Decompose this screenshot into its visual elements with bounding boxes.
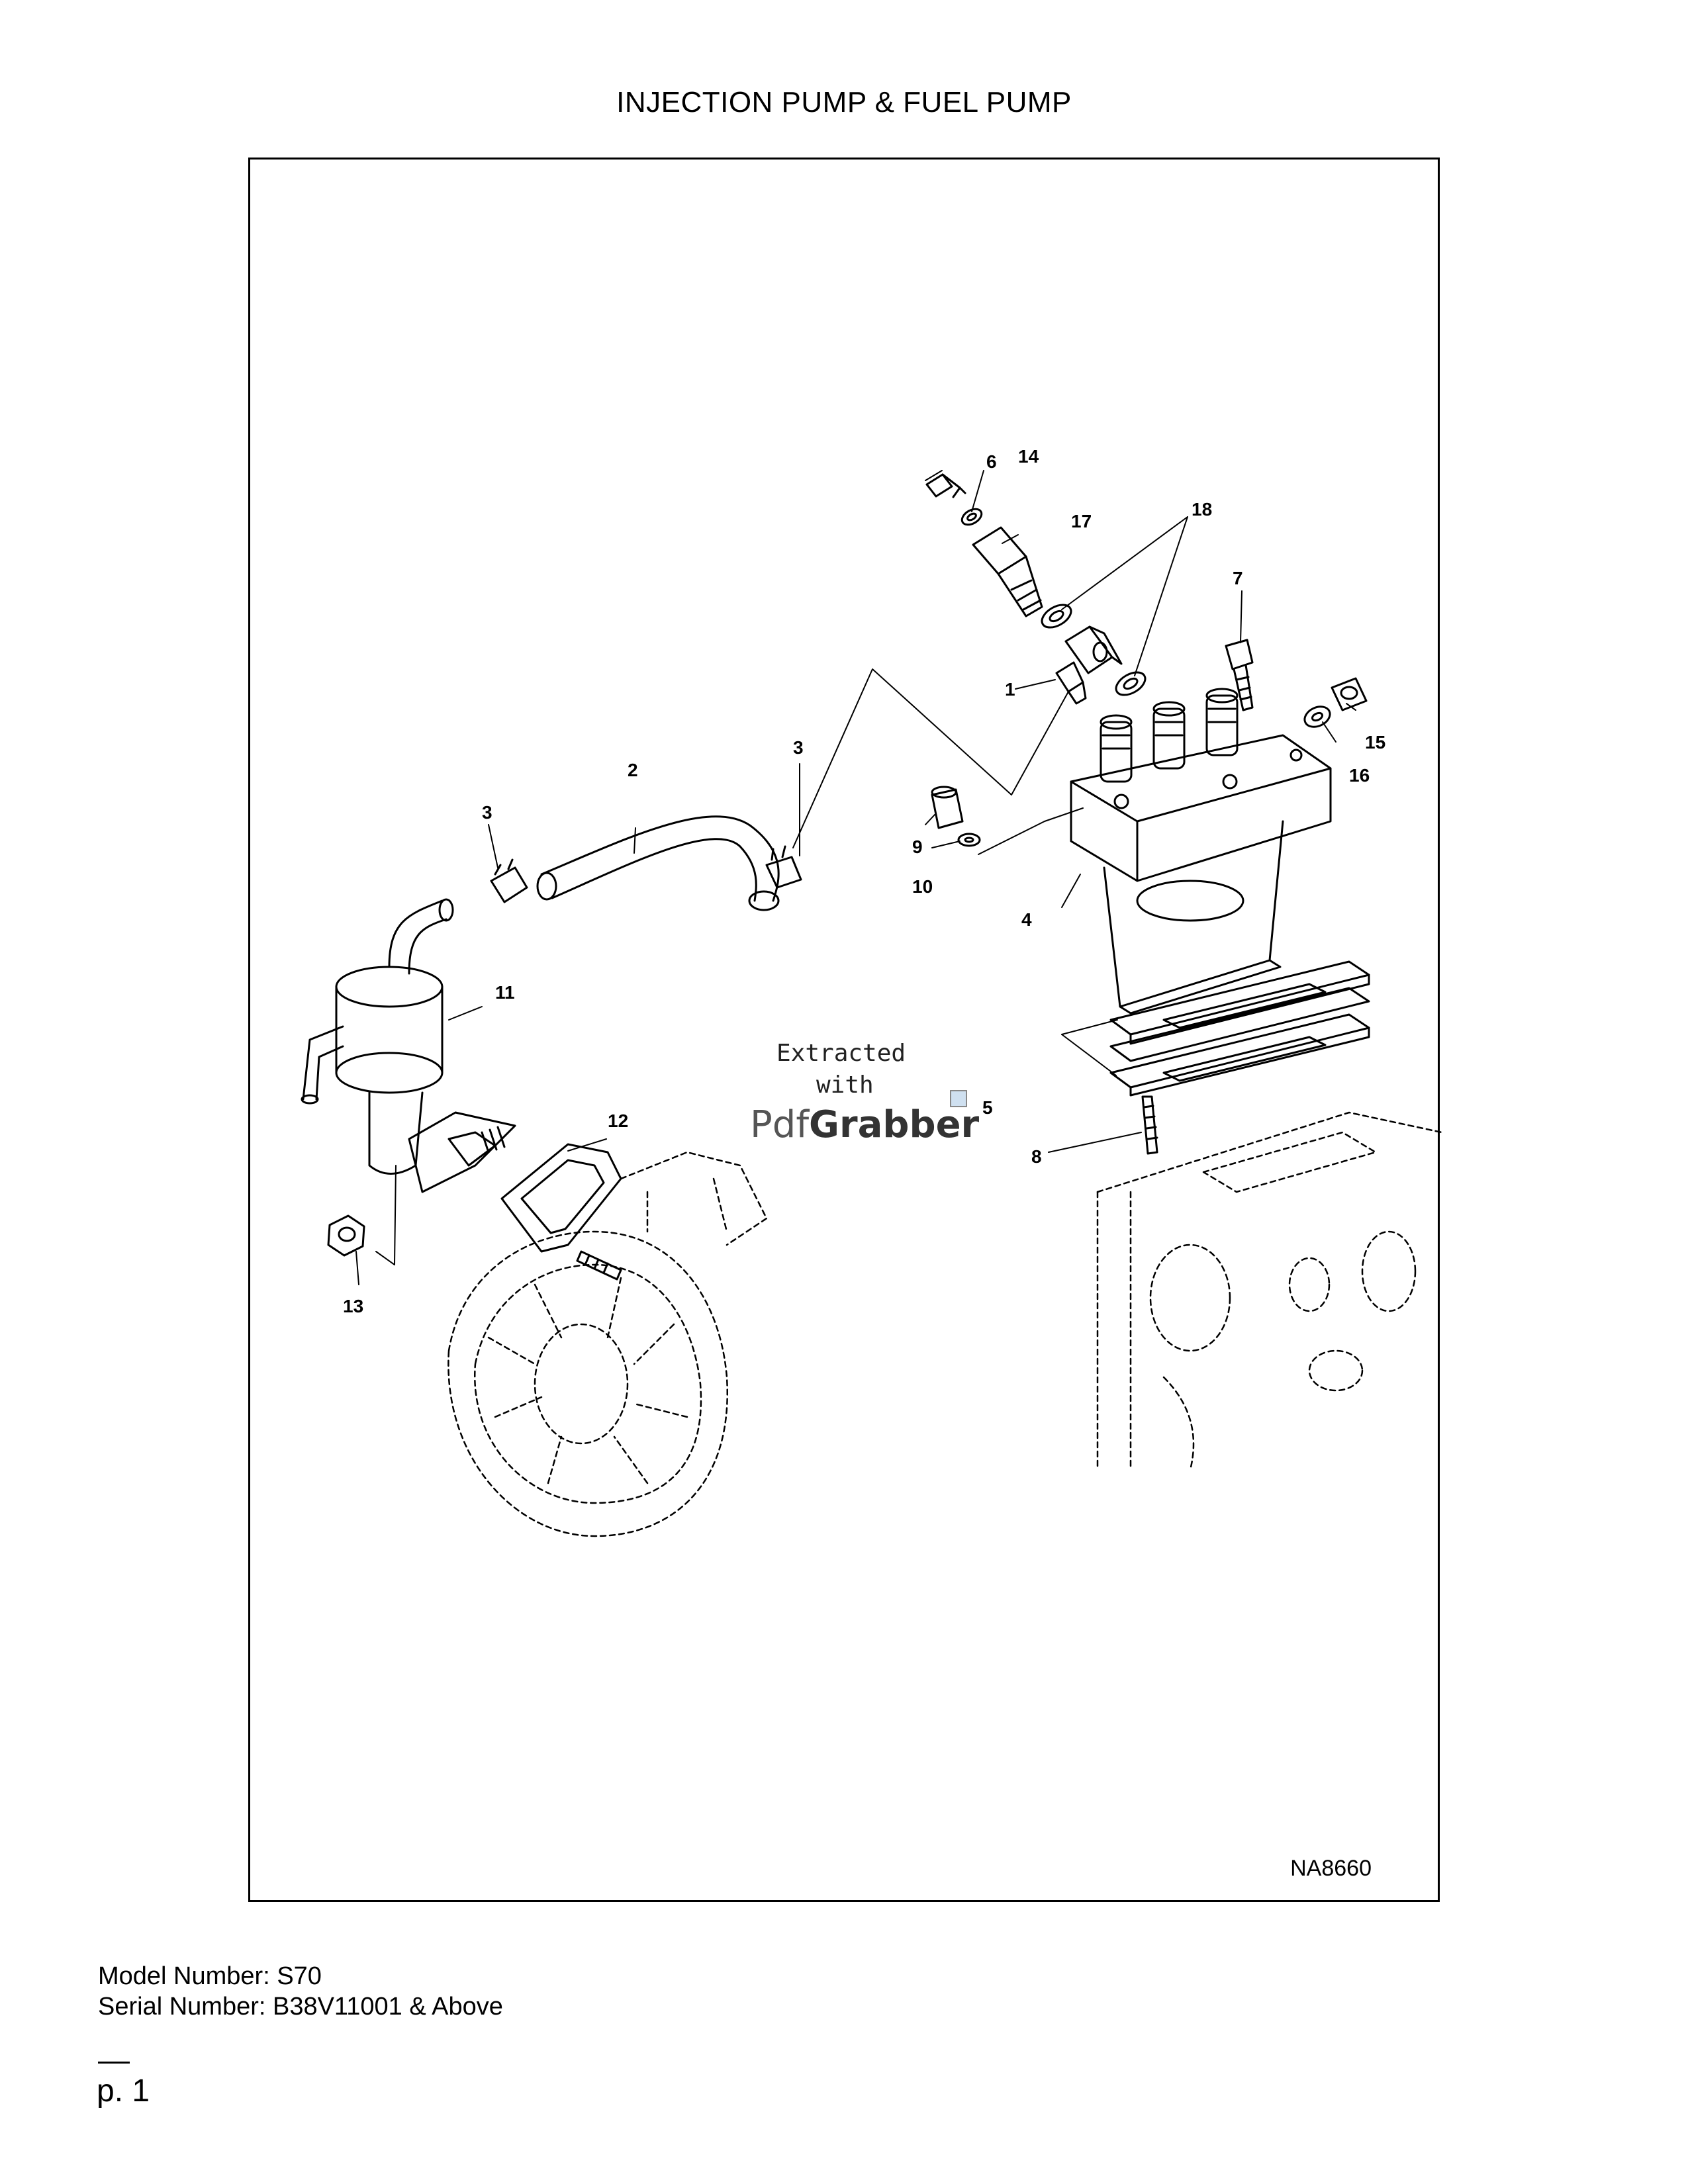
washer-10 (957, 833, 981, 847)
bolt-6 (925, 473, 966, 498)
watermark-line2: with (816, 1071, 874, 1099)
washer-16 (1303, 705, 1331, 728)
callout-4: 4 (1021, 909, 1032, 930)
watermark-line1: Extracted (776, 1040, 906, 1067)
cap-nut-15 (1331, 677, 1368, 711)
washer-18a (1041, 604, 1072, 629)
callout-8: 8 (1031, 1146, 1042, 1167)
hose-clip-3a (490, 858, 528, 903)
callout-13: 13 (343, 1296, 363, 1316)
callout-6: 6 (986, 451, 997, 472)
callout-15: 15 (1365, 732, 1385, 752)
pdfgrabber-logo: PdfGrabber (750, 1103, 979, 1146)
callout-10: 10 (912, 876, 933, 897)
engine-block-outline (1096, 1111, 1442, 1471)
banjo-fitting (1064, 625, 1123, 674)
callout-9: 9 (912, 837, 923, 857)
callout-18: 18 (1192, 499, 1212, 520)
pdfgrabber-watermark: Extracted with PdfGrabber (737, 1040, 979, 1152)
callout-14: 14 (1018, 446, 1039, 467)
callout-3-lower: 3 (482, 802, 492, 823)
callout-12: 12 (608, 1111, 628, 1131)
exploded-parts-diagram: 6 14 17 18 7 1 15 16 3 2 3 9 10 4 11 5 1… (301, 446, 1442, 1537)
hose-clip-3b (765, 845, 802, 889)
callout-5: 5 (982, 1097, 993, 1118)
banjo-bolt-17 (972, 526, 1043, 617)
callout-11: 11 (495, 982, 515, 1003)
fitting-1 (1055, 661, 1087, 705)
fitting-9 (931, 786, 964, 829)
bolt-7 (1225, 639, 1254, 711)
callout-3-upper: 3 (793, 737, 804, 758)
gear-housing-outline (447, 1151, 768, 1537)
page-title: INJECTION PUMP & FUEL PUMP (616, 86, 1072, 118)
drawing-code: NA8660 (1290, 1856, 1372, 1881)
nut-13 (327, 1214, 365, 1257)
page-rule (98, 2062, 130, 2064)
page-number: p. 1 (97, 2073, 150, 2109)
fuel-hose-2 (536, 815, 780, 911)
logo-bold-text: Grabber (809, 1103, 980, 1146)
serial-number: Serial Number: B38V11001 & Above (98, 1993, 503, 2021)
callout-17: 17 (1071, 511, 1092, 531)
parts-diagram-frame: 6 14 17 18 7 1 15 16 3 2 3 9 10 4 11 5 1… (248, 158, 1442, 1902)
footer-info: Model Number: S70 Serial Number: B38V110… (98, 1961, 503, 2022)
callout-7: 7 (1233, 568, 1243, 588)
callout-16: 16 (1349, 765, 1370, 786)
stud-8 (1141, 1095, 1158, 1155)
callout-2: 2 (628, 760, 638, 780)
washer-18b (1115, 671, 1147, 696)
pdfgrabber-icon (950, 1090, 967, 1107)
injection-pump-4 (1070, 688, 1332, 1015)
model-number: Model Number: S70 (98, 1962, 322, 1990)
gaskets-5 (1109, 960, 1370, 1097)
fuel-pump-11 (301, 898, 516, 1193)
callout-1: 1 (1005, 679, 1015, 700)
logo-light-text: Pdf (750, 1103, 810, 1146)
washer-14 (961, 508, 983, 526)
